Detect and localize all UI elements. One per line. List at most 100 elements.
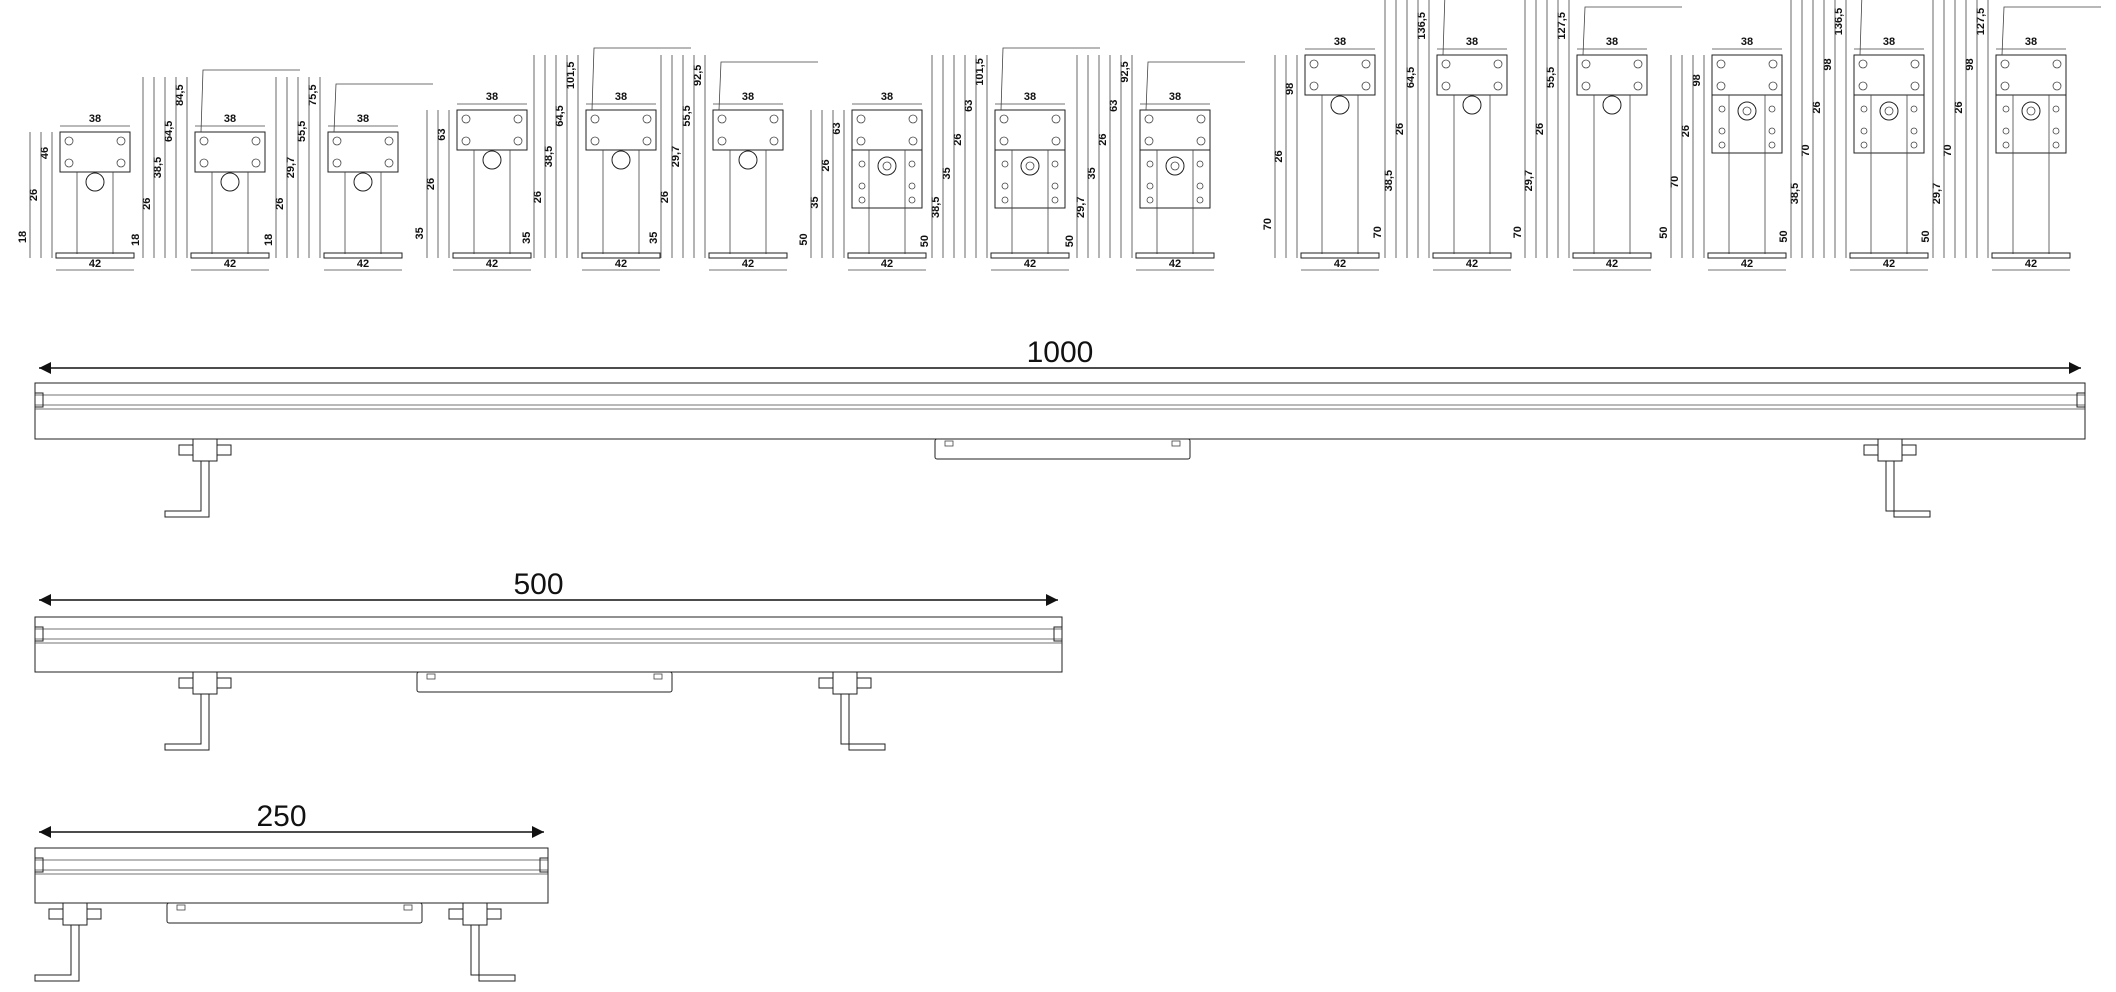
screw-hole [116, 158, 126, 168]
screw-hole [642, 114, 652, 124]
height-dimension-label: 26 [1273, 150, 1285, 162]
tilt-leader [1442, 0, 1446, 56]
screw-hole [1858, 59, 1868, 69]
plate-screw [2052, 127, 2060, 135]
plate-screw [1001, 160, 1009, 168]
base-dimension-label: 42 [1169, 258, 1181, 270]
plate-screw [1146, 196, 1154, 204]
foot-plate [1432, 252, 1512, 259]
foot-plate [452, 252, 532, 259]
plate-screw [1718, 127, 1726, 135]
base-dimension-label: 42 [615, 258, 627, 270]
height-dimension-label: 101,5 [974, 58, 986, 86]
plate-screw [908, 182, 916, 190]
profile-housing [712, 109, 784, 151]
pivot-knob-inner [2026, 106, 2036, 116]
width-dimension-label: 38 [1334, 36, 1346, 48]
mounting-plate [1711, 94, 1783, 154]
screw-hole [1633, 59, 1643, 69]
pivot-knob [85, 172, 105, 192]
foot-plate [1572, 252, 1652, 259]
foot-plate [990, 252, 1070, 259]
pivot-knob [877, 156, 897, 176]
tilt-leader [718, 61, 818, 111]
screw-hole [1493, 59, 1503, 69]
plate-screw [1860, 141, 1868, 149]
foot-plate [1135, 252, 1215, 259]
base-dimension-label: 42 [357, 258, 369, 270]
height-dimension-label: 38,5 [1383, 170, 1395, 191]
base-dimension-label: 42 [881, 258, 893, 270]
tilt-leader [1582, 6, 1682, 56]
screw-hole [1581, 81, 1591, 91]
pivot-knob [482, 150, 502, 170]
height-dimension-label: 26 [532, 191, 544, 203]
driver-screw [426, 673, 436, 680]
height-dimension-label: 127,5 [1975, 8, 1987, 36]
plate-screw [1146, 160, 1154, 168]
screw-hole [1633, 81, 1643, 91]
end-cap [1053, 626, 1063, 642]
screw-hole [1309, 59, 1319, 69]
height-dimension-label: 26 [1097, 133, 1109, 145]
bracket-knob [216, 677, 232, 689]
plate-screw [1718, 141, 1726, 149]
height-dimension-label: 64,5 [554, 105, 566, 126]
height-dimension-label: 55,5 [681, 105, 693, 126]
profile-housing [1576, 54, 1648, 96]
screw-hole [1361, 81, 1371, 91]
mounting-plate [1853, 94, 1925, 154]
height-dimension-label: 26 [1811, 101, 1823, 113]
screw-hole [1196, 114, 1206, 124]
bracket-clamp [62, 902, 88, 926]
screw-hole [999, 136, 1009, 146]
height-dimension-label: 26 [1953, 101, 1965, 113]
screw-hole [1051, 136, 1061, 146]
length-dimension-label: 250 [256, 800, 306, 833]
plate-screw [1001, 182, 1009, 190]
plate-screw [2002, 141, 2010, 149]
screw-hole [590, 136, 600, 146]
screw-hole [384, 158, 394, 168]
height-dimension-label: 55,5 [1545, 67, 1557, 88]
base-dimension-label: 42 [1606, 258, 1618, 270]
base-dimension-label: 42 [89, 258, 101, 270]
height-dimension-label: 29,7 [1523, 170, 1535, 191]
width-dimension-label: 38 [1741, 36, 1753, 48]
plate-screw [1768, 141, 1776, 149]
foot-plate [847, 252, 927, 259]
profile-housing [851, 109, 923, 151]
height-dimension-label: 35 [809, 196, 821, 208]
tilt-leader [1145, 61, 1245, 111]
bracket-knob [818, 677, 834, 689]
base-dimension-label: 42 [486, 258, 498, 270]
bar-view: 500 [34, 568, 1063, 751]
screw-hole [1910, 59, 1920, 69]
bracket-knob [1863, 444, 1879, 456]
screw-hole [1051, 114, 1061, 124]
screw-hole [1441, 59, 1451, 69]
pivot-knob-inner [1742, 106, 1752, 116]
screw-hole [2000, 81, 2010, 91]
plate-screw [2052, 105, 2060, 113]
height-dimension-label: 35 [648, 232, 660, 244]
plate-screw [1051, 182, 1059, 190]
height-dimension-label: 92,5 [1119, 61, 1131, 82]
height-dimension-label: 136,5 [1416, 12, 1428, 40]
plate-screw [1768, 105, 1776, 113]
height-dimension-label: 38,5 [152, 157, 164, 178]
screw-hole [1309, 81, 1319, 91]
screw-hole [384, 136, 394, 146]
screw-hole [461, 114, 471, 124]
screw-hole [856, 136, 866, 146]
plate-screw [2002, 127, 2010, 135]
pivot-knob [1020, 156, 1040, 176]
bracket-knob [448, 908, 464, 920]
height-dimension-label: 18 [130, 234, 142, 246]
bar-view: 250 [34, 800, 549, 982]
